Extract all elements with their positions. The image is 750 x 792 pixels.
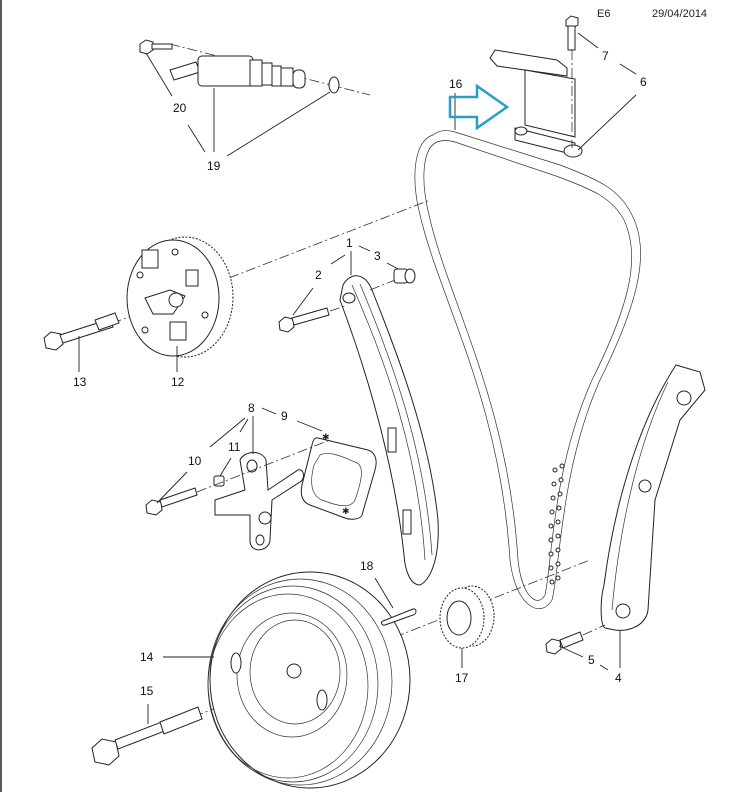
part-woodruff-key[interactable] — [381, 608, 417, 626]
diagram-date: 29/04/2014 — [652, 8, 708, 20]
callout-18: 18 — [360, 559, 374, 573]
part-crankshaft-sprocket[interactable] — [439, 585, 495, 649]
diagram-code: E6 — [597, 8, 611, 20]
part-valve-bolt[interactable] — [139, 39, 173, 55]
chain-direction-arrow-icon — [448, 83, 510, 131]
callout-20: 20 — [173, 101, 187, 115]
part-upper-guide-bracket[interactable] — [489, 49, 583, 158]
callout-13: 13 — [73, 375, 87, 389]
callout-14: 14 — [140, 650, 154, 664]
part-chain-tensioner[interactable] — [214, 452, 304, 551]
callout-16: 16 — [449, 77, 463, 91]
callout-7: 7 — [602, 49, 609, 63]
part-crankshaft-pulley[interactable] — [207, 571, 411, 789]
callout-5: 5 — [588, 653, 595, 667]
callout-17: 17 — [455, 671, 469, 685]
part-pulley-bolt[interactable] — [91, 706, 203, 766]
svg-text:✱: ✱ — [342, 506, 350, 516]
part-guide-pin[interactable] — [393, 268, 416, 284]
part-rail-bolt[interactable] — [545, 631, 584, 655]
part-timing-chain[interactable] — [414, 130, 641, 610]
part-camshaft-adjuster[interactable] — [126, 236, 234, 358]
callout-15: 15 — [140, 684, 154, 698]
part-tensioner-rail[interactable] — [600, 364, 706, 631]
callout-8: 8 — [248, 401, 255, 415]
callout-11: 11 — [228, 440, 241, 454]
callout-6: 6 — [640, 75, 647, 89]
part-chain-guide[interactable] — [339, 275, 439, 586]
part-guide-bolt[interactable] — [278, 307, 330, 333]
callout-3: 3 — [374, 249, 381, 263]
part-tensioner-gasket[interactable]: ✱ ✱ — [300, 432, 377, 520]
part-adjuster-bolt[interactable] — [43, 312, 120, 351]
callout-19: 19 — [207, 159, 221, 173]
callout-9: 9 — [281, 409, 288, 423]
callout-12: 12 — [171, 375, 185, 389]
callout-2: 2 — [315, 268, 322, 282]
part-control-valve[interactable] — [139, 39, 371, 96]
part-tensioner-sleeve[interactable] — [213, 475, 225, 487]
svg-text:✱: ✱ — [322, 432, 330, 442]
part-bracket-bolt[interactable] — [565, 15, 579, 51]
window-frame-edge — [0, 0, 2, 792]
chain-links — [548, 463, 565, 585]
callout-4: 4 — [615, 671, 622, 685]
part-tensioner-bolt[interactable] — [145, 487, 198, 516]
callout-10: 10 — [188, 454, 202, 468]
callout-1: 1 — [346, 236, 353, 250]
